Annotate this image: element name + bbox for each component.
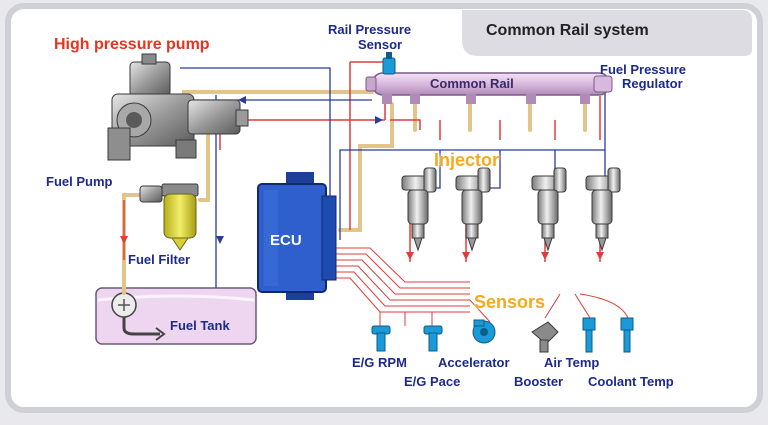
accelerator-label: Accelerator [438, 355, 510, 370]
injector-3-icon [531, 167, 567, 252]
fuel-pump-icon [139, 185, 163, 203]
accelerator-sensor-icon [472, 319, 496, 344]
rail-pressure-sensor-label-1: Rail Pressure [328, 22, 412, 37]
fuel-tank-label: Fuel Tank [170, 318, 230, 333]
diagram-title: Common Rail system [486, 22, 649, 39]
fuel-pump-label: Fuel Pump [46, 174, 113, 189]
ecu-label: ECU [270, 232, 302, 249]
eg-rpm-label: E/G RPM [352, 355, 407, 370]
common-rail-label: Common Rail [430, 76, 514, 91]
in-tank-pump-icon [111, 292, 166, 341]
air-temp-label: Air Temp [544, 355, 600, 370]
ecu-unit [257, 172, 337, 300]
fuel-feed-lines [122, 90, 587, 295]
fuel-pressure-regulator-label-2: Regulator [622, 76, 683, 91]
flow-arrows [120, 96, 604, 260]
high-pressure-pump-icon [107, 53, 249, 161]
air-temp-sensor-icon [582, 317, 596, 353]
eg-rpm-sensor-icon [371, 325, 391, 352]
booster-sensor-icon [531, 321, 559, 353]
eg-pace-label: E/G Pace [404, 374, 461, 389]
common-rail [365, 72, 613, 104]
injectors [401, 167, 621, 252]
fuel-filter-label: Fuel Filter [128, 252, 191, 267]
injector-4-icon [585, 167, 621, 252]
coolant-temp-label: Coolant Temp [588, 374, 674, 389]
booster-label: Booster [514, 374, 564, 389]
coolant-temp-sensor-icon [620, 317, 634, 353]
injector-2-icon [455, 167, 491, 252]
rail-pressure-sensor-icon [382, 52, 396, 75]
injector-label: Injector [434, 150, 500, 170]
fuel-filter-icon [161, 183, 199, 251]
high-pressure-pump-label: High pressure pump [54, 36, 210, 53]
fuel-pressure-regulator-label-1: Fuel Pressure [600, 62, 686, 77]
title-tab [462, 10, 752, 56]
return-lines [180, 67, 606, 288]
sensor-signal-lines [330, 247, 629, 326]
eg-pace-sensor-icon [423, 325, 443, 352]
rail-pressure-sensor-label-2: Sensor [358, 37, 403, 52]
injector-1-icon [401, 167, 437, 252]
sensors-label: Sensors [474, 292, 546, 312]
